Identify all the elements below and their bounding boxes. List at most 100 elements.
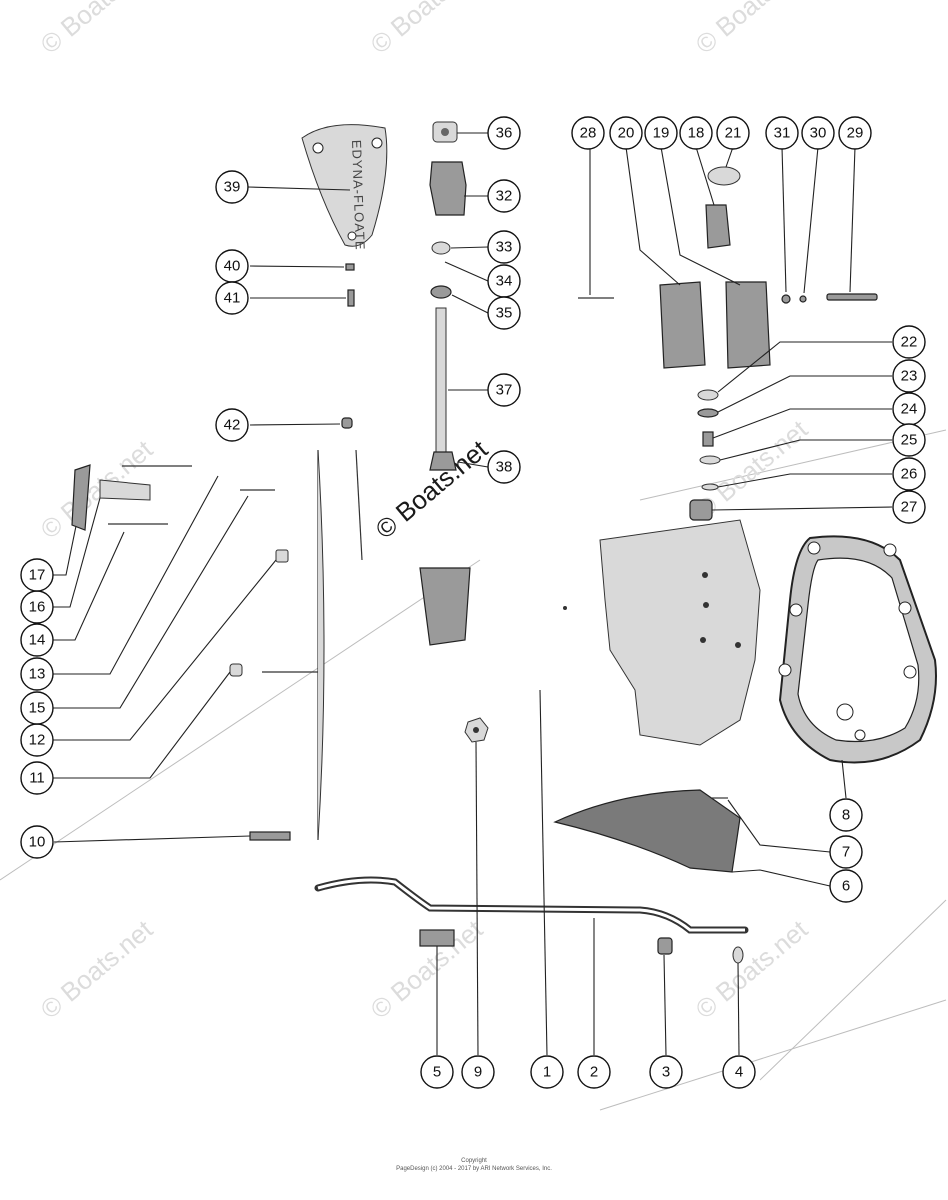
callout-35: 35 — [487, 296, 521, 330]
part-25 — [699, 455, 721, 465]
svg-text:30: 30 — [810, 125, 827, 142]
part-40 — [345, 263, 355, 271]
svg-text:16: 16 — [29, 599, 46, 616]
svg-text:37: 37 — [496, 382, 513, 399]
part-11 — [229, 663, 243, 677]
part-5-sleeve — [419, 929, 455, 947]
callout-11: 11 — [20, 761, 54, 795]
svg-text:12: 12 — [29, 732, 46, 749]
svg-text:27: 27 — [901, 499, 918, 516]
part-12 — [275, 549, 289, 563]
svg-text:14: 14 — [29, 632, 46, 649]
svg-text:26: 26 — [901, 466, 918, 483]
lower-bearing — [419, 567, 471, 646]
callout-32: 32 — [487, 179, 521, 213]
svg-text:19: 19 — [653, 125, 670, 142]
part-35-ring — [430, 285, 452, 299]
callout-22: 22 — [892, 325, 926, 359]
watermark-center: © Boats.net — [370, 434, 494, 545]
callout-2: 2 — [577, 1055, 611, 1089]
watermark: © Boats.net — [690, 0, 814, 60]
callout-37: 37 — [487, 373, 521, 407]
svg-text:32: 32 — [496, 188, 513, 205]
copyright-line-2: PageDesign (c) 2004 - 2017 by ARI Networ… — [396, 1166, 552, 1172]
callout-3: 3 — [649, 1055, 683, 1089]
watermark: © Boats.net — [35, 0, 159, 60]
copyright-line-1: Copyright — [461, 1158, 487, 1164]
part-30 — [799, 295, 807, 303]
callout-24: 24 — [892, 392, 926, 426]
part-23 — [697, 408, 719, 418]
svg-text:10: 10 — [29, 834, 46, 851]
part-3-bushing — [657, 937, 673, 955]
svg-text:40: 40 — [224, 258, 241, 275]
svg-text:35: 35 — [496, 305, 513, 322]
callout-38: 38 — [487, 450, 521, 484]
callout-28: 28 — [571, 116, 605, 150]
svg-text:3: 3 — [662, 1064, 670, 1081]
callout-40: 40 — [215, 249, 249, 283]
svg-text:33: 33 — [496, 239, 513, 256]
callout-25: 25 — [892, 423, 926, 457]
part-31 — [781, 294, 791, 304]
part-39-shift-handle: EDYNA-FLOATE — [301, 124, 388, 251]
svg-text:7: 7 — [842, 844, 850, 861]
callout-10: 10 — [20, 825, 54, 859]
callout-18: 18 — [679, 116, 713, 150]
svg-text:23: 23 — [901, 368, 918, 385]
part-33-washer — [431, 241, 451, 255]
svg-text:41: 41 — [224, 290, 241, 307]
callout-4: 4 — [722, 1055, 756, 1089]
svg-text:8: 8 — [842, 807, 850, 824]
svg-text:18: 18 — [688, 125, 705, 142]
part-18-impeller — [705, 204, 731, 249]
scan-streaks — [0, 429, 947, 1111]
svg-text:31: 31 — [774, 125, 791, 142]
callout-21: 21 — [716, 116, 750, 150]
part-38-gear — [429, 451, 457, 471]
svg-text:28: 28 — [580, 125, 597, 142]
callout-8: 8 — [829, 798, 863, 832]
callout-7: 7 — [829, 835, 863, 869]
vertical-rod — [317, 449, 363, 841]
part-1-housing — [563, 519, 761, 746]
svg-text:24: 24 — [901, 401, 918, 418]
svg-text:4: 4 — [735, 1064, 743, 1081]
callout-23: 23 — [892, 359, 926, 393]
part-37-shaft — [435, 307, 447, 454]
svg-text:9: 9 — [474, 1064, 482, 1081]
part-24 — [702, 431, 714, 447]
callout-17: 17 — [20, 558, 54, 592]
part-22 — [697, 389, 719, 401]
part-36 — [432, 121, 458, 143]
part-9-nut — [464, 717, 489, 743]
part-27 — [689, 499, 713, 521]
callout-1: 1 — [530, 1055, 564, 1089]
callout-30: 30 — [801, 116, 835, 150]
svg-text:2: 2 — [590, 1064, 598, 1081]
callout-14: 14 — [20, 623, 54, 657]
callout-27: 27 — [892, 490, 926, 524]
part-21-oring — [707, 166, 741, 186]
watermark: © Boats.net — [365, 0, 489, 60]
callout-6: 6 — [829, 869, 863, 903]
callout-20: 20 — [609, 116, 643, 150]
svg-text:13: 13 — [29, 666, 46, 683]
part-26 — [701, 483, 719, 491]
callout-5: 5 — [420, 1055, 454, 1089]
svg-text:34: 34 — [496, 273, 513, 290]
part-29-bolt — [826, 293, 878, 301]
callout-29: 29 — [838, 116, 872, 150]
callout-41: 41 — [215, 281, 249, 315]
svg-text:15: 15 — [29, 700, 46, 717]
part-4-ring — [732, 946, 744, 964]
leader-lines — [52, 132, 893, 1056]
part-6-fin — [553, 789, 741, 873]
svg-text:29: 29 — [847, 125, 864, 142]
callout-12: 12 — [20, 723, 54, 757]
part-20-pump-body — [659, 281, 706, 369]
watermark: © Boats.net — [35, 914, 159, 1025]
callout-33: 33 — [487, 230, 521, 264]
part-8-gasket — [778, 535, 937, 764]
